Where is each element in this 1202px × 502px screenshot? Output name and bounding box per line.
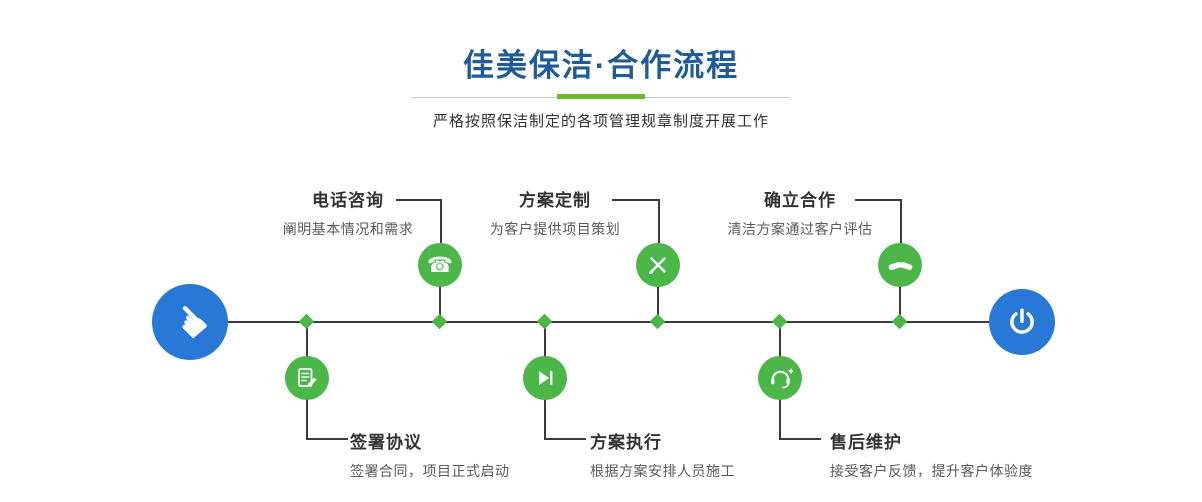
- label-connector-line: [855, 199, 902, 243]
- hand-pointer-icon: ☚: [160, 291, 221, 352]
- step-description: 签署合同，项目正式启动: [350, 463, 510, 479]
- axis-diamond-node: [649, 313, 666, 330]
- step-node-aftersales: [758, 356, 802, 400]
- headset-icon: [770, 367, 794, 388]
- label-connector-line: [306, 399, 348, 440]
- step-node-contract: [285, 356, 329, 400]
- axis-diamond-node: [298, 313, 315, 330]
- step-text-design: 方案定制 为客户提供项目策划: [460, 186, 650, 239]
- label-connector-line: [396, 199, 442, 243]
- axis-diamond-node: [891, 313, 908, 330]
- step-text-aftersales: 售后维护 接受客户反馈，提升客户体验度: [830, 428, 1090, 481]
- connector-line: [899, 265, 901, 322]
- connector-line: [306, 322, 308, 378]
- axis-diamond-node: [536, 313, 553, 330]
- label-connector-line: [779, 399, 821, 440]
- step-text-cooperation: 确立合作 清洁方案通过客户评估: [705, 186, 895, 239]
- step-node-design: [636, 243, 680, 287]
- play-icon: [539, 371, 553, 385]
- step-description: 为客户提供项目策划: [489, 221, 621, 237]
- connector-line: [544, 322, 546, 378]
- page-title: 佳美保洁·合作流程: [462, 48, 740, 83]
- step-label: 方案定制: [519, 191, 591, 210]
- step-label: 签署协议: [350, 433, 422, 452]
- handshake-icon: [888, 261, 912, 270]
- step-node-execution: [523, 356, 567, 400]
- step-description: 阐明基本情况和需求: [282, 221, 414, 237]
- step-description: 根据方案安排人员施工: [590, 463, 735, 479]
- connector-line: [439, 265, 441, 322]
- axis-diamond-node: [431, 313, 448, 330]
- phone-icon: ☎: [426, 253, 454, 277]
- contract-icon: [298, 368, 317, 387]
- step-node-phone: ☎: [418, 243, 462, 287]
- step-label: 售后维护: [830, 433, 902, 452]
- timeline-start-node: ☚: [152, 284, 228, 360]
- step-label: 确立合作: [764, 191, 836, 210]
- timeline-end-node: [989, 289, 1055, 355]
- step-description: 清洁方案通过客户评估: [727, 221, 873, 237]
- label-connector-line: [544, 399, 586, 440]
- step-label: 电话咨询: [312, 191, 384, 210]
- connector-line: [779, 322, 781, 378]
- step-description: 接受客户反馈，提升客户体验度: [830, 463, 1033, 479]
- page-subtitle: 严格按照保洁制定的各项管理规章制度开展工作: [432, 113, 769, 130]
- power-icon: [1010, 308, 1034, 334]
- axis-diamond-node: [771, 313, 788, 330]
- label-connector-line: [612, 199, 660, 243]
- step-text-contract: 签署协议 签署合同，项目正式启动: [350, 428, 580, 481]
- step-node-cooperation: [878, 243, 922, 287]
- timeline-axis: [190, 321, 1022, 323]
- step-label: 方案执行: [590, 433, 662, 452]
- title-divider-accent: [557, 94, 645, 99]
- connector-line: [657, 265, 659, 322]
- step-text-phone: 电话咨询 阐明基本情况和需求: [253, 186, 443, 239]
- design-tools-icon: [649, 257, 666, 274]
- step-text-execution: 方案执行 根据方案安排人员施工: [590, 428, 820, 481]
